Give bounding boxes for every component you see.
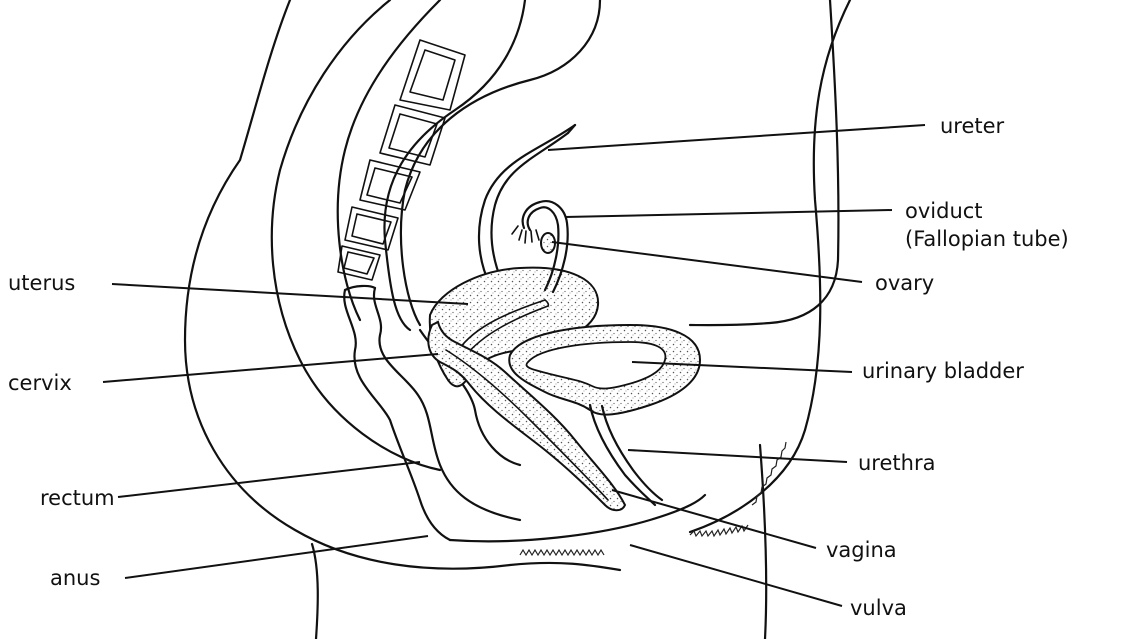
- leader-line-vulva: [630, 545, 842, 606]
- label-vagina: vagina: [826, 538, 897, 562]
- leader-line-anus: [125, 536, 428, 578]
- leader-line-cervix: [103, 354, 438, 382]
- label-anus: anus: [50, 566, 100, 590]
- label-urinary-bladder: urinary bladder: [862, 359, 1024, 383]
- leader-line-vagina: [612, 490, 816, 548]
- label-fallopian-tube: (Fallopian tube): [905, 227, 1069, 251]
- label-ovary: ovary: [875, 271, 934, 295]
- leader-line-ovary: [552, 242, 862, 282]
- label-uterus: uterus: [8, 271, 75, 295]
- leader-line-urethra: [628, 450, 847, 462]
- leader-line-ureter: [548, 125, 925, 150]
- label-urethra: urethra: [858, 451, 935, 475]
- leader-line-rectum: [118, 462, 420, 497]
- sacrum-spine: [272, 0, 465, 470]
- leader-line-oviduct: [565, 210, 892, 217]
- label-rectum: rectum: [40, 486, 115, 510]
- label-cervix: cervix: [8, 371, 72, 395]
- label-oviduct: oviduct: [905, 199, 983, 223]
- leader-line-uterus: [112, 284, 468, 304]
- label-ureter: ureter: [940, 114, 1005, 138]
- label-vulva: vulva: [850, 596, 907, 620]
